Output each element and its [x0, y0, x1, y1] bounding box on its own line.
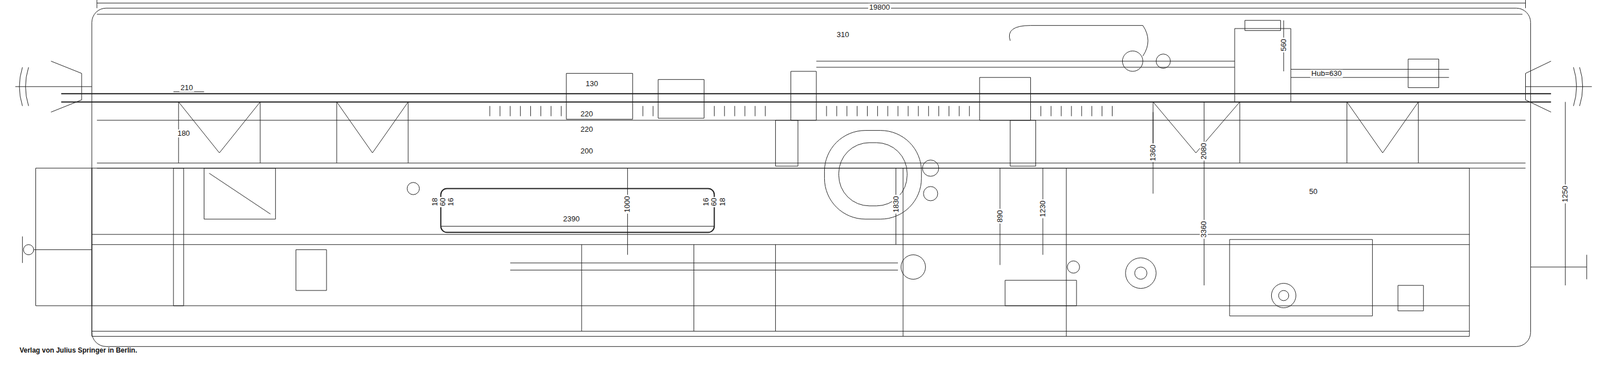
dimension-label: 890 — [996, 208, 1005, 224]
dimension-label: 60 — [438, 196, 447, 208]
dimension-label: 1830 — [891, 194, 900, 214]
dimension-label: 16 — [446, 196, 455, 208]
dimension-label: 180 — [176, 129, 192, 138]
dimension-label: 310 — [835, 30, 851, 39]
dimension-label: 130 — [584, 79, 600, 88]
dimension-label: 18 — [430, 196, 439, 208]
dimension-label: 2390 — [562, 215, 582, 224]
dimension-label: 50 — [1307, 187, 1319, 196]
publisher-imprint: Verlag von Julius Springer in Berlin. — [18, 347, 139, 355]
dimension-label: 1230 — [1038, 199, 1047, 219]
dimension-label: 220 — [579, 110, 595, 119]
dimension-label: Hub=630 — [1310, 69, 1343, 78]
dimension-label: 560 — [1279, 37, 1288, 53]
dimension-label: 19800 — [868, 2, 892, 11]
dimension-label: 1360 — [1149, 143, 1158, 163]
dimension-label: 210 — [179, 83, 195, 92]
dimension-label: 1250 — [1561, 184, 1570, 204]
dimension-label: 3360 — [1199, 220, 1208, 240]
dimension-label: 16 — [702, 196, 711, 208]
dimension-label: 200 — [579, 146, 595, 155]
dimension-label: 220 — [579, 125, 595, 134]
dimension-label: 60 — [710, 196, 719, 208]
dimension-label: 1000 — [623, 194, 632, 214]
dimension-label: 18 — [718, 196, 727, 208]
dimension-label: 2080 — [1199, 141, 1208, 161]
